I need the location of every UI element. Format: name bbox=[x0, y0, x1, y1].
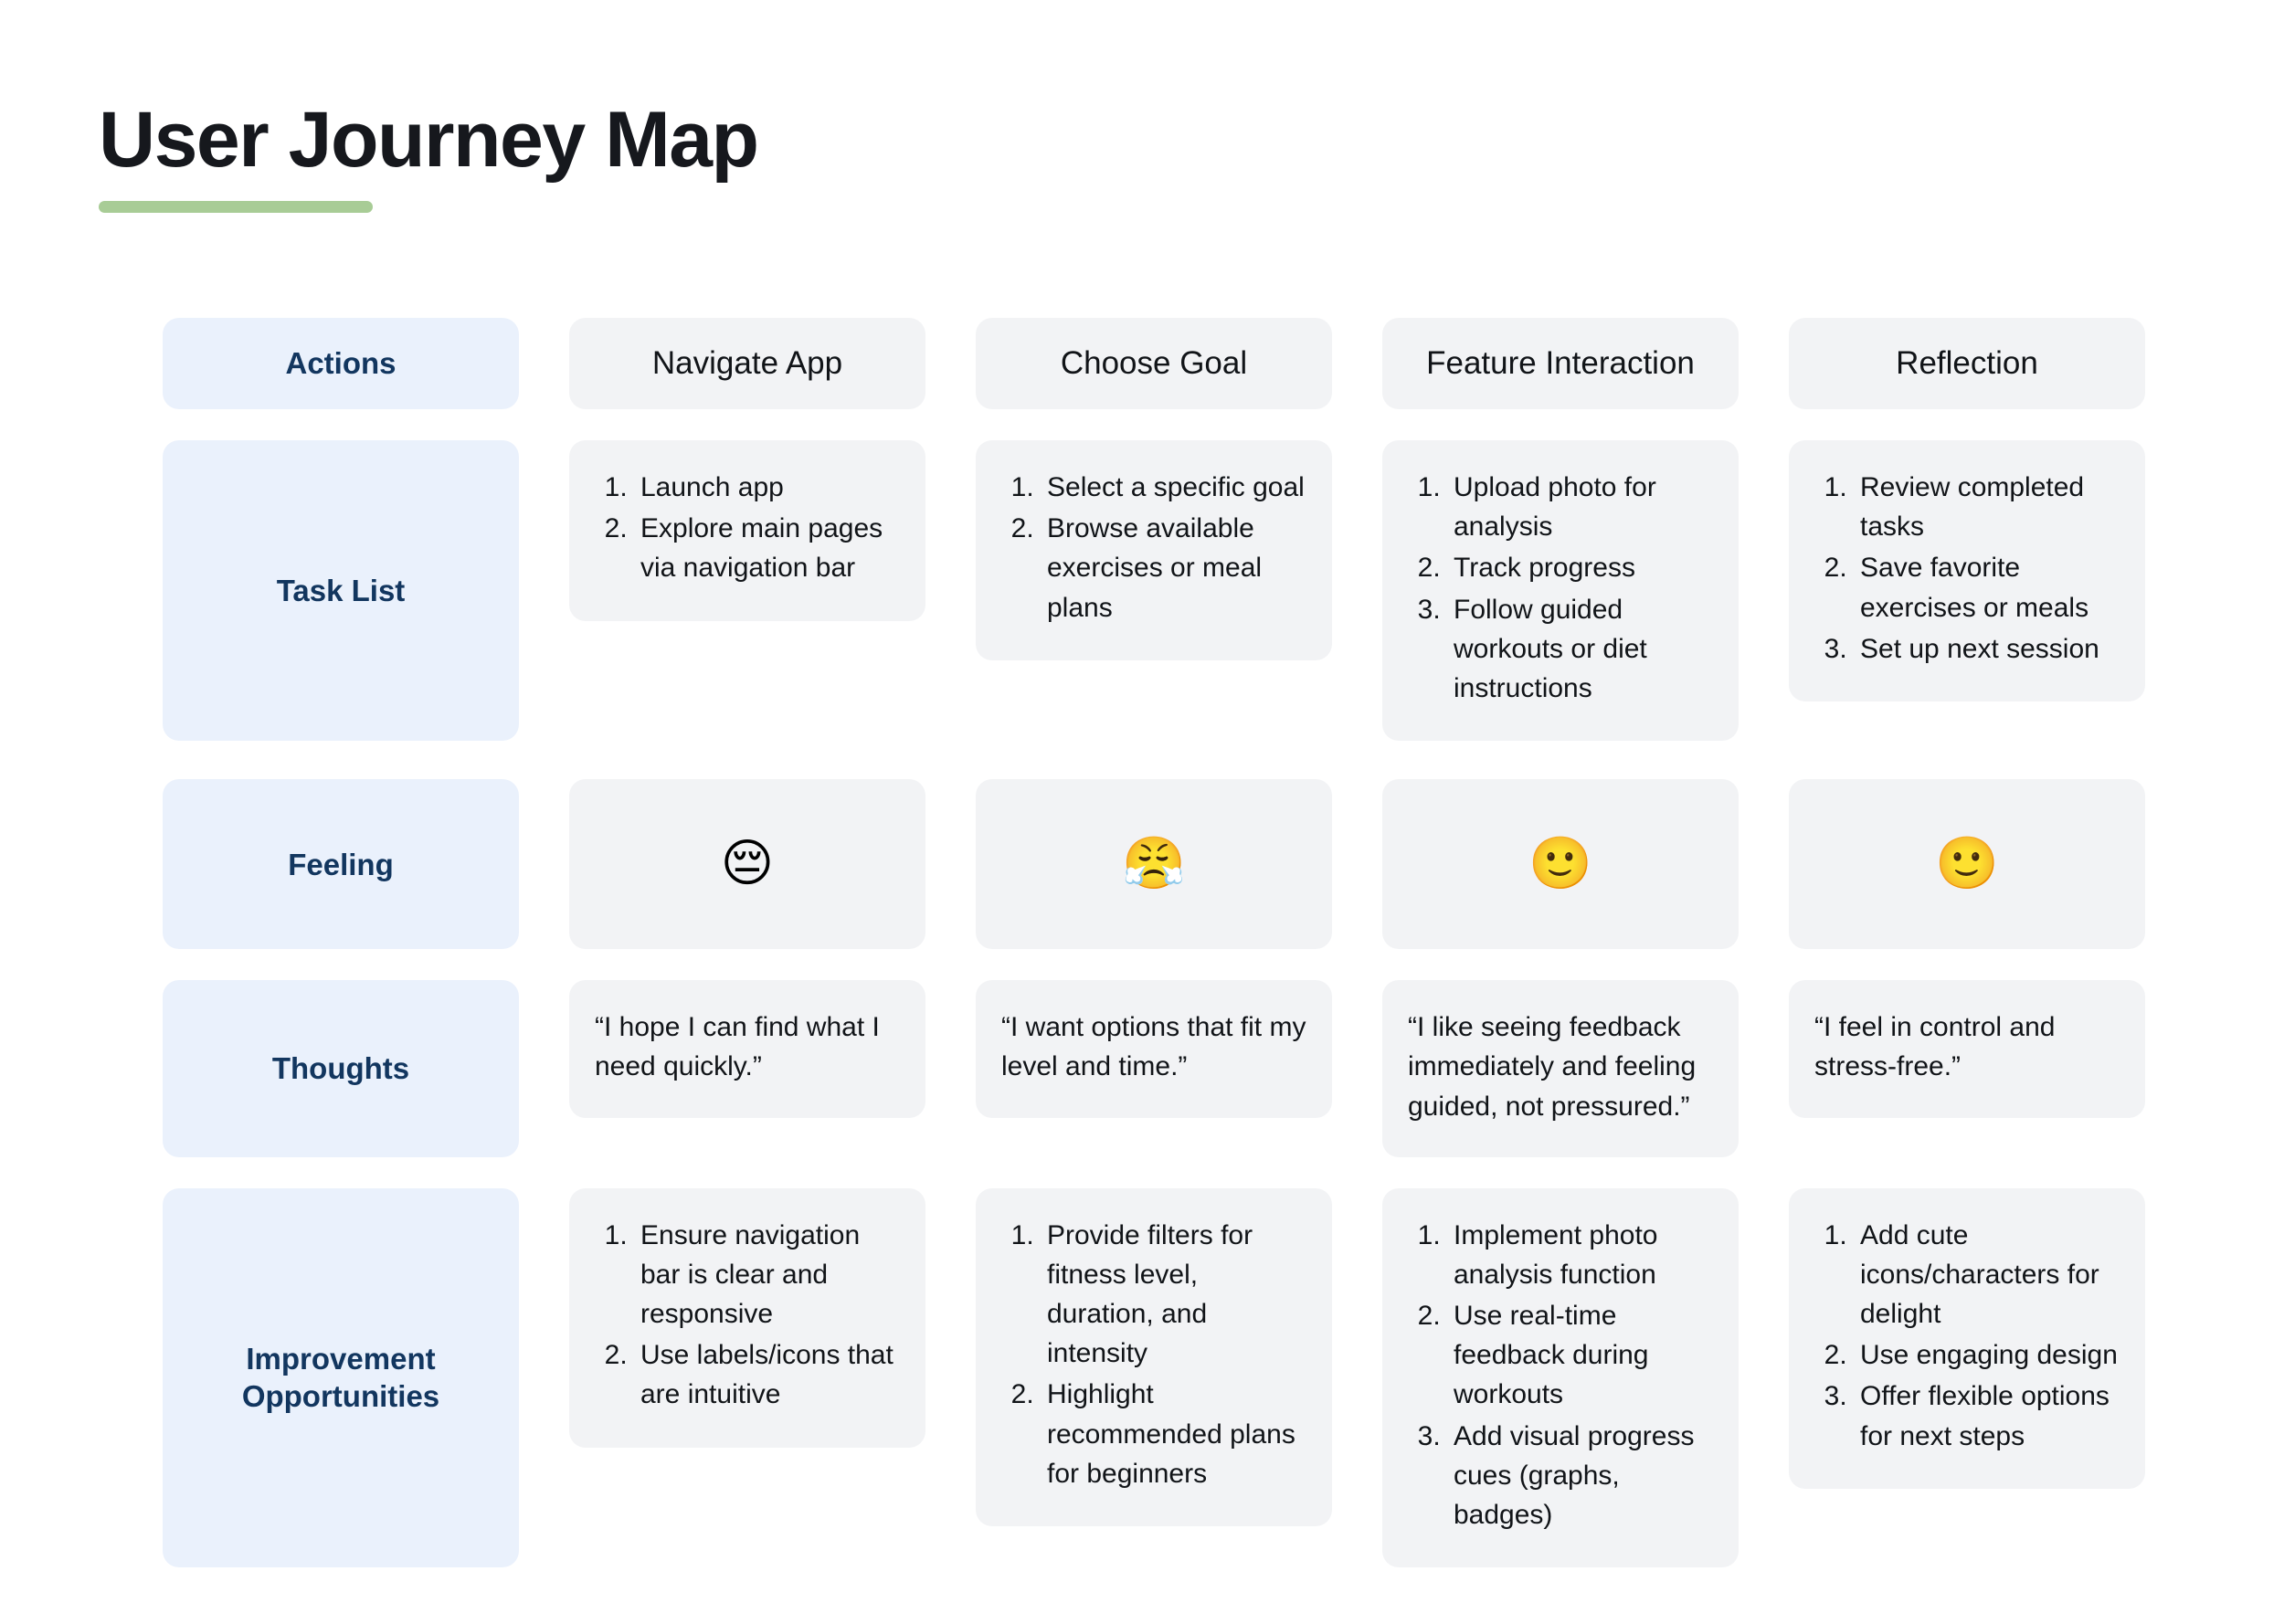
stage-header-feature-interaction: Feature Interaction bbox=[1382, 318, 1739, 409]
grid-gap bbox=[1739, 318, 1789, 409]
grid-gap bbox=[1739, 779, 1789, 949]
ordered-list: Review completed tasks Save favorite exe… bbox=[1813, 468, 2121, 669]
thoughts-cell-reflection: “I feel in control and stress-free.” bbox=[1789, 980, 2145, 1118]
pensive-face-emoji: 😔 bbox=[720, 834, 775, 894]
list-item: Browse available exercises or meal plans bbox=[1042, 509, 1308, 627]
grid-gap bbox=[1332, 779, 1382, 949]
list-item: Select a specific goal bbox=[1042, 468, 1308, 507]
task-list-cell-navigate-app: Launch app Explore main pages via naviga… bbox=[569, 440, 925, 621]
row-spacer bbox=[163, 409, 2145, 440]
grid-gap bbox=[1739, 1188, 1789, 1568]
feeling-cell-reflection: 🙂 bbox=[1789, 779, 2145, 950]
list-item: Use labels/icons that are intuitive bbox=[635, 1335, 902, 1414]
list-item: Follow guided workouts or diet instructi… bbox=[1448, 590, 1715, 709]
thoughts-cell-navigate-app: “I hope I can find what I need quickly.” bbox=[569, 980, 925, 1118]
row-label-thoughts: Thoughts bbox=[163, 980, 519, 1157]
improvement-cell-reflection: Add cute icons/characters for delight Us… bbox=[1789, 1187, 2145, 1489]
list-item: Upload photo for analysis bbox=[1448, 468, 1715, 546]
stage-header-label: Feature Interaction bbox=[1426, 345, 1695, 381]
improvement-cell-navigate-app: Ensure navigation bar is clear and respo… bbox=[569, 1187, 925, 1448]
feeling-cell-feature-interaction: 🙂 bbox=[1382, 779, 1739, 950]
row-spacer bbox=[163, 949, 2145, 980]
grid-gap bbox=[1332, 318, 1382, 409]
stage-header-choose-goal: Choose Goal bbox=[976, 318, 1332, 409]
task-list-cell-feature-interaction: Upload photo for analysis Track progress… bbox=[1382, 440, 1739, 742]
improvement-cell-choose-goal: Provide filters for fitness level, durat… bbox=[976, 1187, 1332, 1526]
slightly-smiling-face-emoji: 🙂 bbox=[1528, 834, 1592, 894]
row-label-task-list: Task List bbox=[163, 440, 519, 742]
ordered-list: Launch app Explore main pages via naviga… bbox=[593, 468, 902, 588]
grid-gap bbox=[1332, 980, 1382, 1157]
ordered-list: Ensure navigation bar is clear and respo… bbox=[593, 1216, 902, 1415]
ordered-list: Select a specific goal Browse available … bbox=[999, 468, 1308, 627]
list-item: Launch app bbox=[635, 468, 902, 507]
row-spacer bbox=[163, 741, 2145, 779]
list-item: Save favorite exercises or meals bbox=[1855, 548, 2121, 627]
list-item: Ensure navigation bar is clear and respo… bbox=[635, 1216, 902, 1334]
feeling-cell-navigate-app: 😔 bbox=[569, 779, 925, 950]
stage-header-label: Choose Goal bbox=[1060, 345, 1248, 381]
task-list-cell-reflection: Review completed tasks Save favorite exe… bbox=[1789, 440, 2145, 701]
grid-gap bbox=[1739, 440, 1789, 741]
thoughts-cell-feature-interaction: “I like seeing feedback immediately and … bbox=[1382, 980, 1739, 1157]
grid-gap bbox=[519, 980, 569, 1157]
row-label-actions: Actions bbox=[163, 318, 519, 409]
feeling-cell-choose-goal: 😤 bbox=[976, 779, 1332, 950]
grid-gap bbox=[925, 980, 976, 1157]
improvement-cell-feature-interaction: Implement photo analysis function Use re… bbox=[1382, 1187, 1739, 1568]
thoughts-cell-choose-goal: “I want options that fit my level and ti… bbox=[976, 980, 1332, 1118]
title-block: User Journey Map bbox=[99, 96, 759, 214]
row-label-improvement-opportunities: Improvement Opportunities bbox=[163, 1187, 519, 1568]
list-item: Track progress bbox=[1448, 548, 1715, 587]
ordered-list: Provide filters for fitness level, durat… bbox=[999, 1216, 1308, 1493]
list-item: Offer flexible options for next steps bbox=[1855, 1376, 2121, 1455]
list-item: Use engaging design bbox=[1855, 1335, 2121, 1375]
ordered-list: Implement photo analysis function Use re… bbox=[1406, 1216, 1715, 1535]
page-title: User Journey Map bbox=[99, 96, 759, 184]
grid-gap bbox=[1332, 440, 1382, 741]
list-item: Add visual progress cues (graphs, badges… bbox=[1448, 1417, 1715, 1535]
list-item: Highlight recommended plans for beginner… bbox=[1042, 1375, 1308, 1493]
stage-header-reflection: Reflection bbox=[1789, 318, 2145, 409]
list-item: Explore main pages via navigation bar bbox=[635, 509, 902, 587]
grid-gap bbox=[519, 779, 569, 949]
stage-header-label: Navigate App bbox=[651, 345, 843, 381]
list-item: Review completed tasks bbox=[1855, 468, 2121, 546]
grid-gap bbox=[519, 440, 569, 741]
list-item: Set up next session bbox=[1855, 629, 2121, 669]
list-item: Implement photo analysis function bbox=[1448, 1216, 1715, 1294]
grid-gap bbox=[925, 318, 976, 409]
grid-gap bbox=[925, 1188, 976, 1568]
stage-header-label: Reflection bbox=[1896, 345, 2038, 381]
face-with-steam-from-nose-emoji: 😤 bbox=[1122, 834, 1186, 894]
grid-gap bbox=[1332, 1188, 1382, 1568]
journey-map-grid: Actions Navigate App Choose Goal Feature… bbox=[163, 318, 2145, 1568]
stage-header-navigate-app: Navigate App bbox=[569, 318, 925, 409]
ordered-list: Add cute icons/characters for delight Us… bbox=[1813, 1216, 2121, 1456]
grid-gap bbox=[519, 1188, 569, 1568]
list-item: Provide filters for fitness level, durat… bbox=[1042, 1216, 1308, 1374]
grid-gap bbox=[519, 318, 569, 409]
row-spacer bbox=[163, 1157, 2145, 1188]
grid-gap bbox=[925, 440, 976, 741]
list-item: Add cute icons/characters for delight bbox=[1855, 1216, 2121, 1334]
task-list-cell-choose-goal: Select a specific goal Browse available … bbox=[976, 440, 1332, 660]
row-label-feeling: Feeling bbox=[163, 779, 519, 950]
grid-gap bbox=[925, 779, 976, 949]
grid-gap bbox=[1739, 980, 1789, 1157]
title-underline-accent bbox=[99, 201, 373, 214]
slightly-smiling-face-emoji: 🙂 bbox=[1935, 834, 1999, 894]
list-item: Use real-time feedback during workouts bbox=[1448, 1296, 1715, 1415]
ordered-list: Upload photo for analysis Track progress… bbox=[1406, 468, 1715, 708]
